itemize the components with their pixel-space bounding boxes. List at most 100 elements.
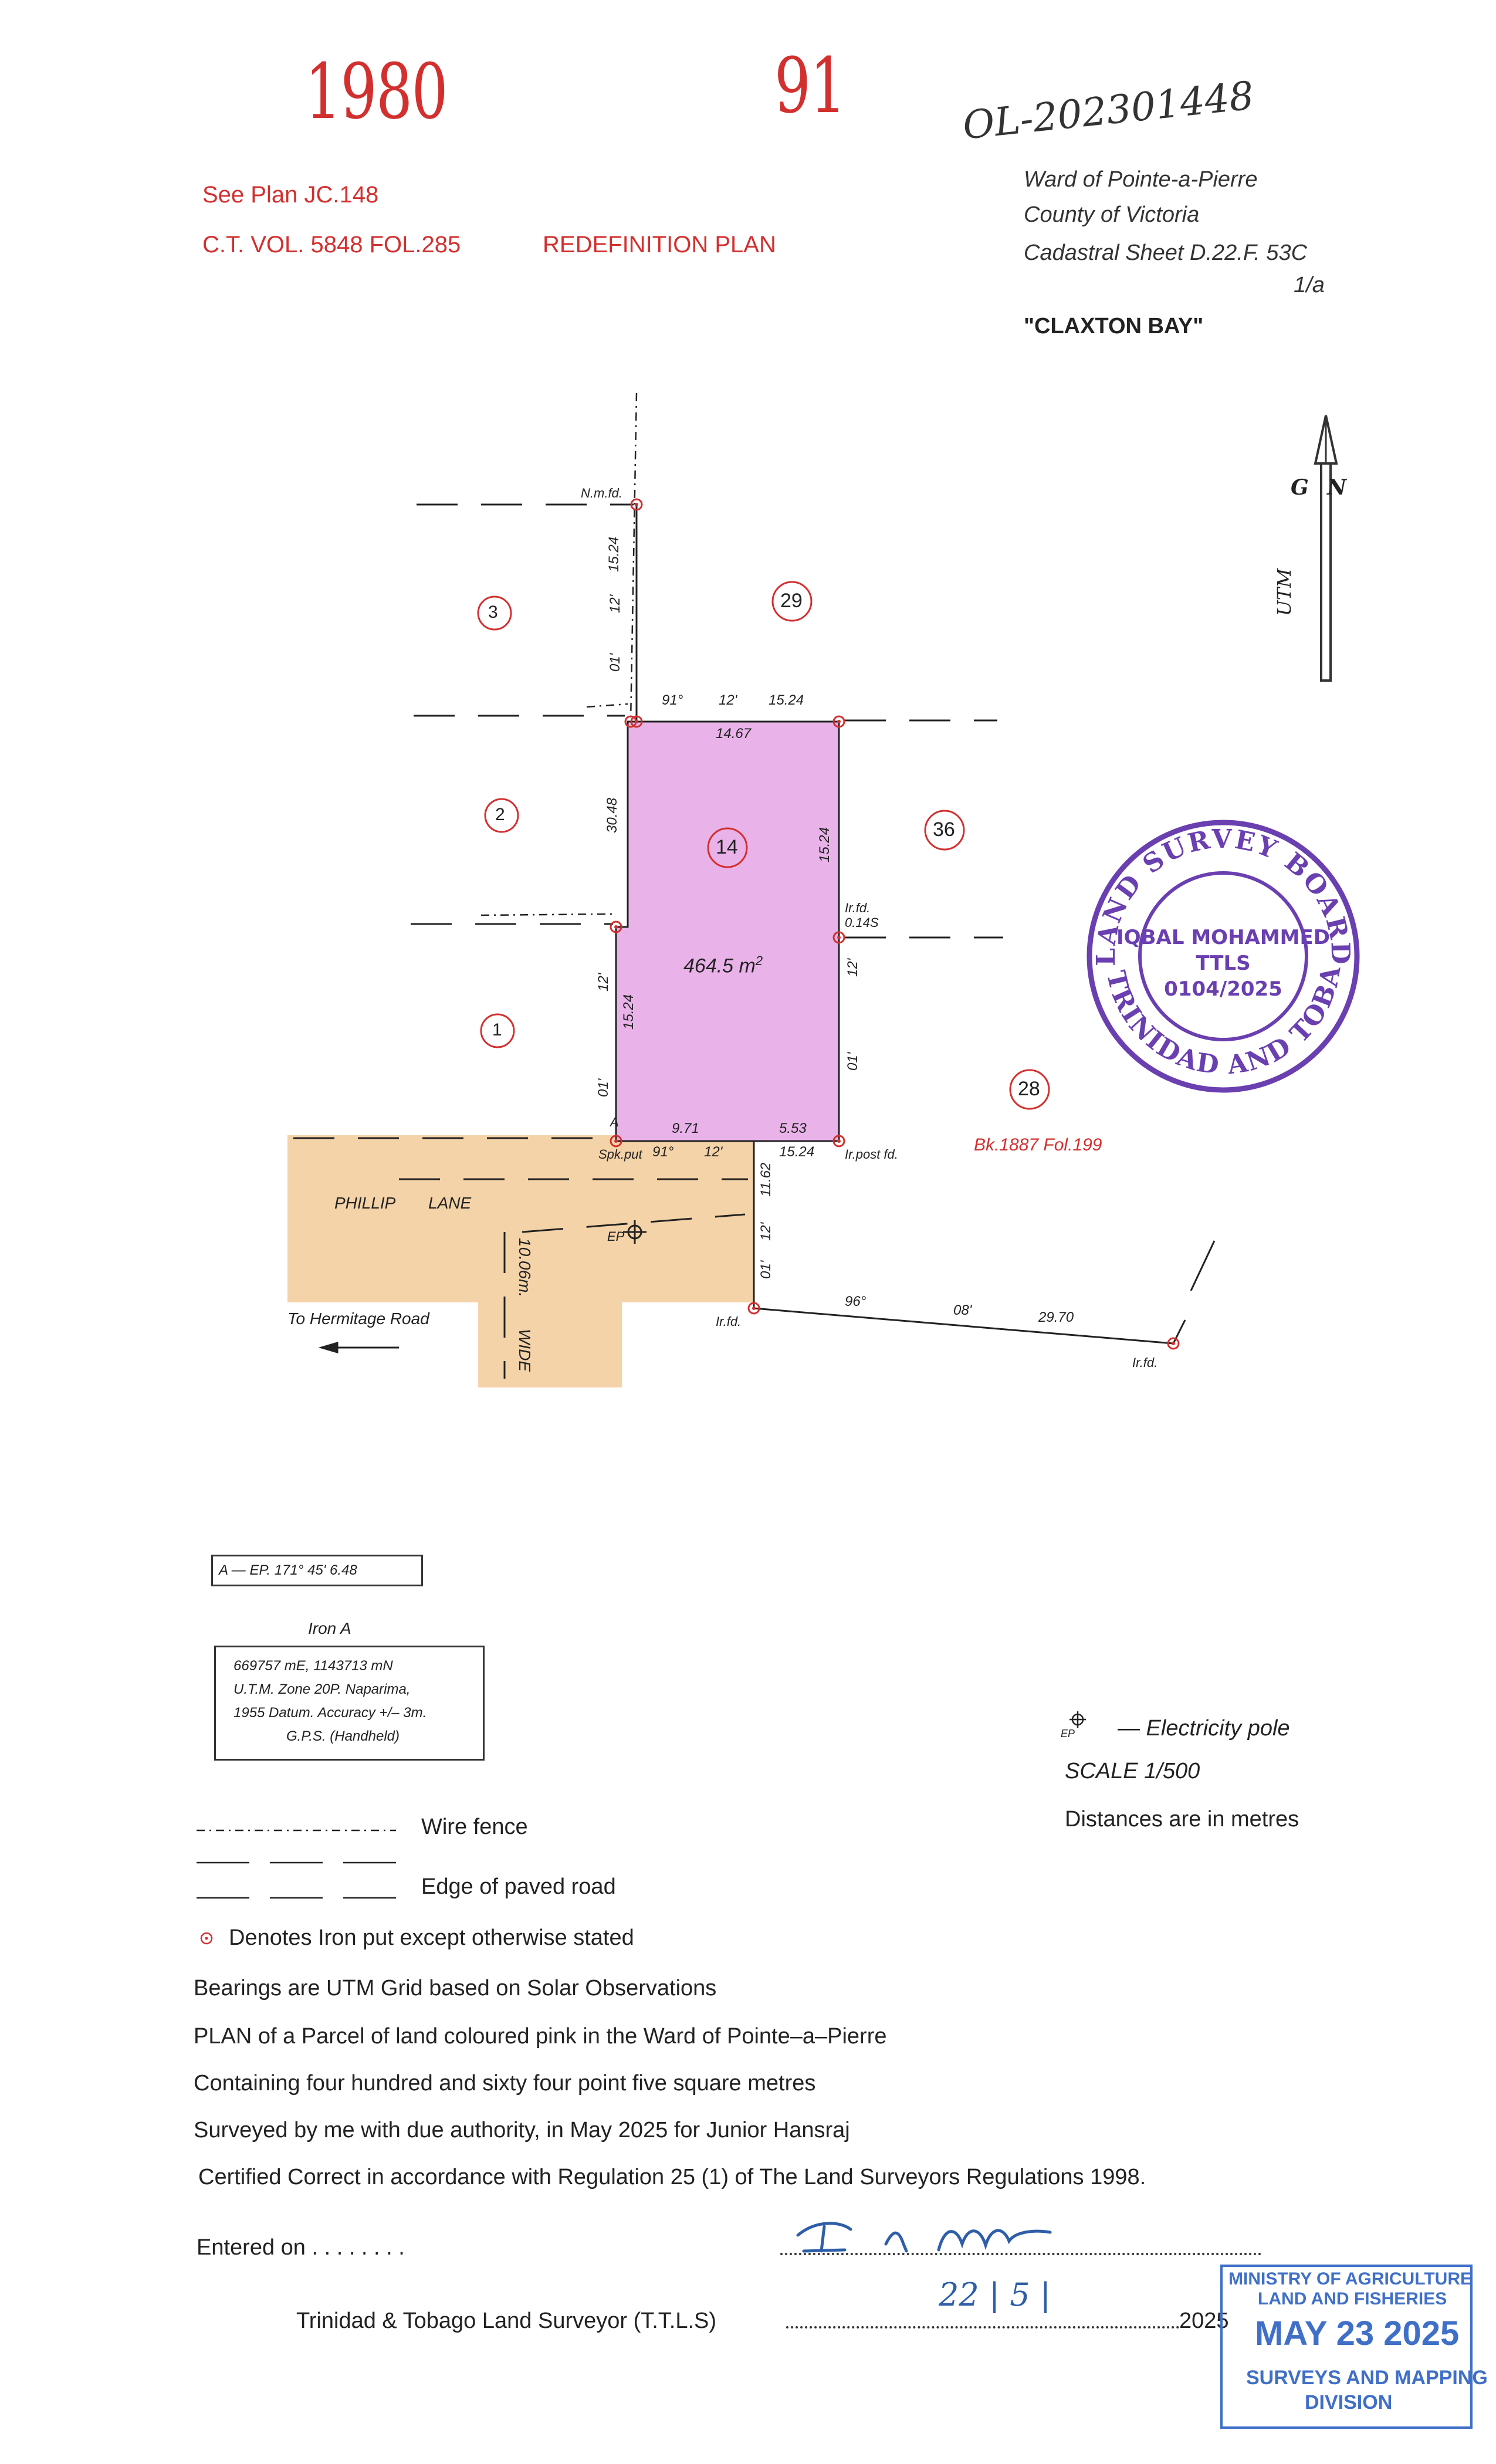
road-area — [287, 1135, 754, 1387]
tie-bearing: A — EP. 171° 45' 6.48 — [219, 1562, 357, 1578]
ministry-received-stamp: MINISTRY OF AGRICULTURE LAND AND FISHERI… — [1220, 2265, 1488, 2429]
iron-a-box: 669757 mE, 1143713 mN U.T.M. Zone 20P. N… — [214, 1646, 485, 1761]
to-hermitage-road: To Hermitage Road — [287, 1309, 429, 1328]
surveyor-title: Trinidad & Tobago Land Surveyor (T.T.L.S… — [296, 2309, 717, 2333]
county-name: County of Victoria — [1024, 202, 1200, 227]
iron-a-gps: G.P.S. (Handheld) — [286, 1728, 400, 1744]
survey-plan-drawing — [287, 392, 1216, 1387]
electricity-pole-icon — [623, 1220, 647, 1244]
dim-top-degrees: 91° — [662, 692, 683, 708]
ward-name: Ward of Pointe-a-Pierre — [1024, 167, 1258, 192]
handwritten-date: 22 | 5 | — [939, 2276, 1051, 2313]
electricity-pole-legend-icon — [1065, 1710, 1088, 1734]
iron-post-found: Ir.post fd. — [845, 1147, 898, 1162]
ministry-stamp-line4: DIVISION — [1305, 2391, 1393, 2414]
dim-left-lower-minutes: 12' — [595, 973, 611, 991]
dim-diag-degrees: 96° — [845, 1294, 867, 1309]
book-folio-ref: Bk.1887 Fol.199 — [974, 1135, 1102, 1155]
land-survey-board-stamp: LAND SURVEY BOARD OF TRINIDAD AND TOBAGO… — [1071, 792, 1364, 1097]
ministry-stamp-line3: SURVEYS AND MAPPING — [1246, 2367, 1488, 2389]
north-arrow-grid-label: G — [1291, 475, 1309, 500]
dim-top-inner: 14.67 — [716, 726, 752, 742]
plan-description: PLAN of a Parcel of land coloured pink i… — [194, 2024, 887, 2049]
legend-distances: Distances are in metres — [1065, 1807, 1299, 1832]
lot-number-circles — [477, 581, 1050, 1110]
ct-volume-ref: C.T. VOL. 5848 FOL.285 — [202, 232, 461, 258]
iron-a-title: Iron A — [308, 1619, 351, 1637]
legend-electricity-pole: — Electricity pole — [1118, 1716, 1290, 1741]
dim-left-lower-degrees: 01' — [595, 1078, 611, 1097]
plan-type: REDEFINITION PLAN — [543, 232, 776, 258]
boundary-lines — [635, 505, 1216, 1345]
lot-label-36: 36 — [933, 818, 955, 841]
wire-fences — [480, 392, 638, 916]
stamp-number-left: 1980 — [305, 47, 448, 136]
parcel-area: 464.5 m2 — [683, 953, 763, 977]
nail-mark-found: N.m.fd. — [581, 486, 622, 500]
north-arrow-north-label: N — [1327, 475, 1346, 500]
dim-bottom-minutes: 12' — [704, 1144, 723, 1160]
dim-top-length: 15.24 — [769, 692, 804, 708]
paved-road-legend-lines — [197, 1857, 396, 1904]
surveyed-note: Surveyed by me with due authority, in Ma… — [194, 2118, 850, 2143]
electricity-pole-label: EP — [607, 1229, 625, 1244]
road-width-wide: WIDE — [516, 1329, 534, 1372]
road-name-lane: LANE — [428, 1194, 472, 1212]
iron-markers — [610, 498, 1180, 1350]
surveyor-signature — [780, 2209, 1191, 2256]
dim-bottom-seg1: 9.71 — [672, 1121, 699, 1136]
paved-road-edges — [293, 503, 1003, 1379]
stamp-license-number: 0104/2025 — [1164, 977, 1282, 1001]
signature-line — [780, 2253, 1261, 2255]
ministry-stamp-date: MAY 23 2025 — [1255, 2314, 1460, 2353]
dim-left-lower-length: 15.24 — [621, 994, 637, 1030]
containing-area-note: Containing four hundred and sixty four p… — [194, 2071, 816, 2096]
ministry-stamp-line1: MINISTRY OF AGRICULTURE — [1228, 2269, 1472, 2289]
iron-found-offset: 0.14S — [845, 915, 879, 930]
dim-bottom-length: 15.24 — [779, 1144, 815, 1160]
dim-lane-degrees: 01' — [758, 1260, 774, 1279]
lot-label-28: 28 — [1018, 1078, 1040, 1100]
legend-ep-mark: EP — [1061, 1728, 1075, 1739]
lot-label-1: 1 — [492, 1020, 502, 1040]
see-plan-ref: See Plan JC.148 — [202, 182, 379, 208]
dim-right-length: 15.24 — [817, 827, 832, 862]
dim-bottom-degrees: 91° — [652, 1144, 674, 1160]
legend-iron-put: Denotes Iron put except otherwise stated — [229, 1925, 634, 1950]
dim-lane-minutes: 12' — [758, 1222, 774, 1241]
tie-bearing-box: A — EP. 171° 45' 6.48 — [211, 1555, 423, 1586]
stamp-surveyor-title: TTLS — [1196, 952, 1251, 975]
dim-right-degrees: 01' — [845, 1052, 861, 1071]
certified-note: Certified Correct in accordance with Reg… — [198, 2165, 1146, 2189]
legend-paved-road: Edge of paved road — [421, 1874, 616, 1899]
iron-a-datum: 1955 Datum. Accuracy +/– 3m. — [233, 1705, 427, 1721]
lot-label-29: 29 — [780, 590, 803, 612]
road-name-phillip: PHILLIP — [334, 1194, 396, 1212]
cadastral-sub: 1/a — [1294, 273, 1325, 297]
parcel-14 — [615, 720, 840, 1142]
wire-fence-legend-line — [197, 1825, 396, 1836]
point-a-label: A — [610, 1115, 619, 1129]
spike-put: Spk.put — [598, 1147, 642, 1162]
lot-label-3: 3 — [488, 603, 498, 622]
lot-label-14: 14 — [716, 836, 738, 858]
iron-a-coordinates: 669757 mE, 1143713 mN — [233, 1658, 393, 1674]
dim-right-minutes: 12' — [845, 958, 861, 977]
bearings-note: Bearings are UTM Grid based on Solar Obs… — [194, 1976, 717, 2001]
ministry-stamp-line2: LAND AND FISHERIES — [1258, 2289, 1447, 2309]
stamp-surveyor-name: IQBAL MOHAMMED — [1116, 926, 1330, 949]
legend-wire-fence: Wire fence — [421, 1815, 528, 1839]
dim-left-upper-minutes: 12' — [607, 594, 623, 613]
iron-put-legend-icon — [199, 1931, 214, 1945]
dim-left-upper-degrees: 01' — [607, 653, 623, 672]
lot-label-2: 2 — [495, 805, 505, 824]
dim-left-upper-length: 15.24 — [606, 536, 622, 572]
dim-diag-length: 29.70 — [1038, 1309, 1074, 1325]
date-line — [786, 2326, 1179, 2328]
iron-found-right: Ir.fd. — [845, 901, 871, 915]
dim-left-mid: 30.48 — [604, 797, 620, 833]
hermitage-road-arrow — [318, 1341, 399, 1354]
dim-top-minutes: 12' — [719, 692, 737, 708]
dim-diag-minutes: 08' — [953, 1302, 972, 1318]
cadastral-sheet: Cadastral Sheet D.22.F. 53C — [1024, 241, 1308, 265]
